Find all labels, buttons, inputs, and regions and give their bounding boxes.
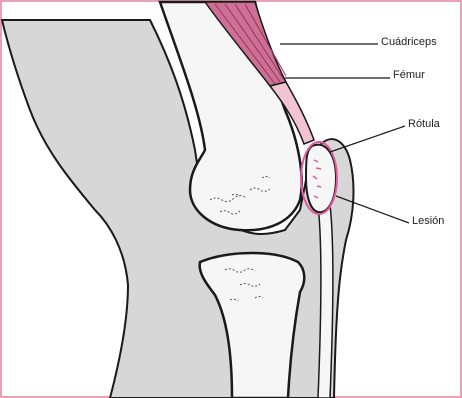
label-quadriceps: Cuádriceps [381,36,437,48]
label-lesion: Lesión [412,215,444,227]
label-rotula: Rótula [408,118,440,130]
leg-soft-tissue [2,20,353,398]
label-femur: Fémur [393,69,425,81]
patellar-tendon [318,205,333,398]
leader-rotula [330,126,405,152]
